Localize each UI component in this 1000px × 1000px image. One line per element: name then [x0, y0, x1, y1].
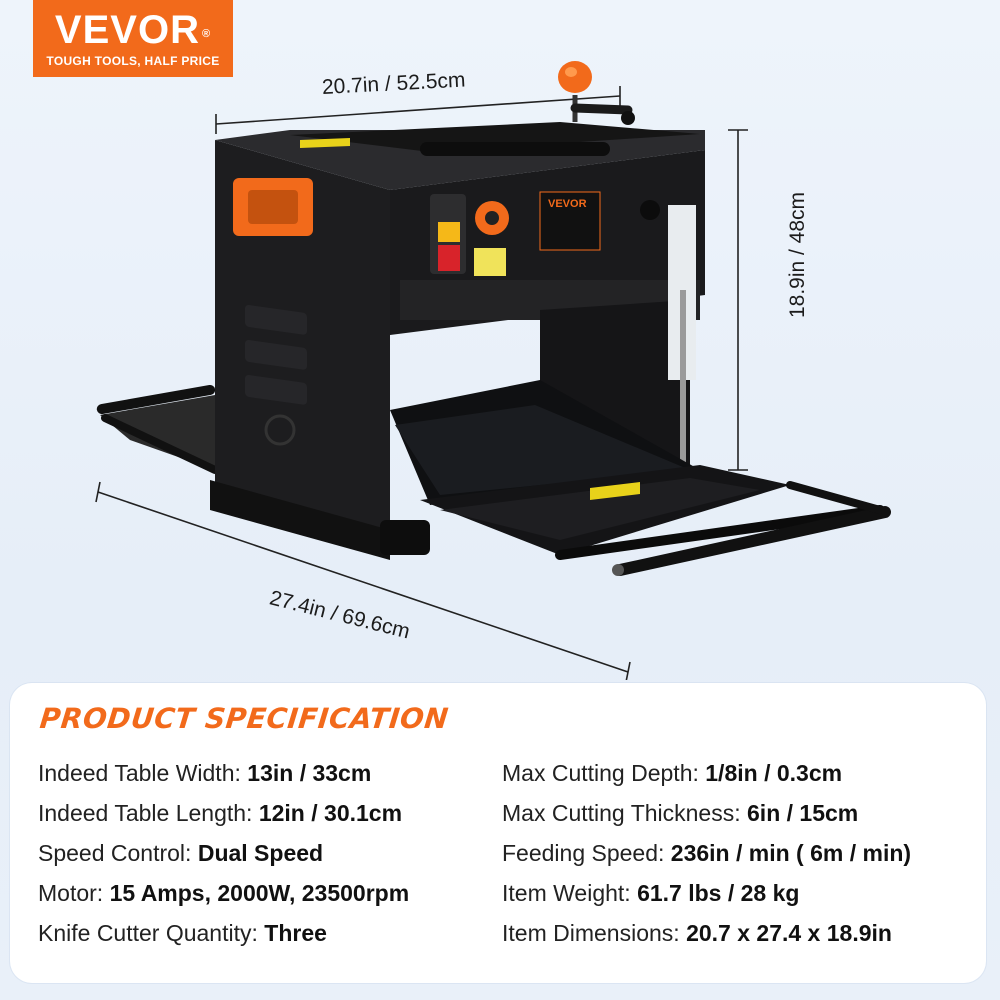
spec-feeding-speed: Feeding Speed: 236in / min ( 6m / min)	[502, 840, 912, 866]
spec-motor: Motor: 15 Amps, 2000W, 23500rpm	[38, 880, 410, 906]
planer-body: VEVOR	[210, 122, 705, 560]
spec-max-cutting-thickness: Max Cutting Thickness: 6in / 15cm	[502, 800, 859, 826]
height-dimension-label: 18.9in / 48cm	[786, 191, 810, 319]
dimension-lines	[95, 86, 748, 680]
spec-max-cutting-depth: Max Cutting Depth: 1/8in / 0.3cm	[502, 760, 843, 786]
machine-brand-label: VEVOR	[548, 198, 587, 210]
spec-panel	[10, 683, 986, 983]
depth-dimension-line	[97, 491, 629, 673]
brand-name: VEVOR®	[54, 8, 212, 52]
front-table	[380, 465, 891, 576]
spec-title: PRODUCT SPECIFICATION	[38, 702, 451, 735]
spec-item-weight: Item Weight: 61.7 lbs / 28 kg	[502, 880, 800, 906]
rear-table	[96, 384, 219, 474]
spec-item-dimensions: Item Dimensions: 20.7 x 27.4 x 18.9in	[502, 920, 892, 946]
spec-speed-control: Speed Control: Dual Speed	[38, 840, 324, 866]
width-dimension-line	[215, 95, 621, 125]
spec-column-right: Max Cutting Depth: 1/8in / 0.3cm Max Cut…	[502, 755, 911, 955]
brand-logo: VEVOR® TOUGH TOOLS, HALF PRICE	[33, 0, 233, 77]
crank-handle	[558, 61, 635, 125]
spec-table-width: Indeed Table Width: 13in / 33cm	[38, 760, 372, 786]
spec-knife-cutter-quantity: Knife Cutter Quantity: Three	[38, 920, 327, 946]
spec-table-length: Indeed Table Length: 12in / 30.1cm	[38, 800, 403, 826]
brand-tagline: TOUGH TOOLS, HALF PRICE	[46, 54, 220, 68]
spec-column-left: Indeed Table Width: 13in / 33cm Indeed T…	[38, 755, 409, 955]
thickness-planer-illustration: VEVOR	[95, 61, 891, 680]
planing-bed	[390, 380, 700, 505]
